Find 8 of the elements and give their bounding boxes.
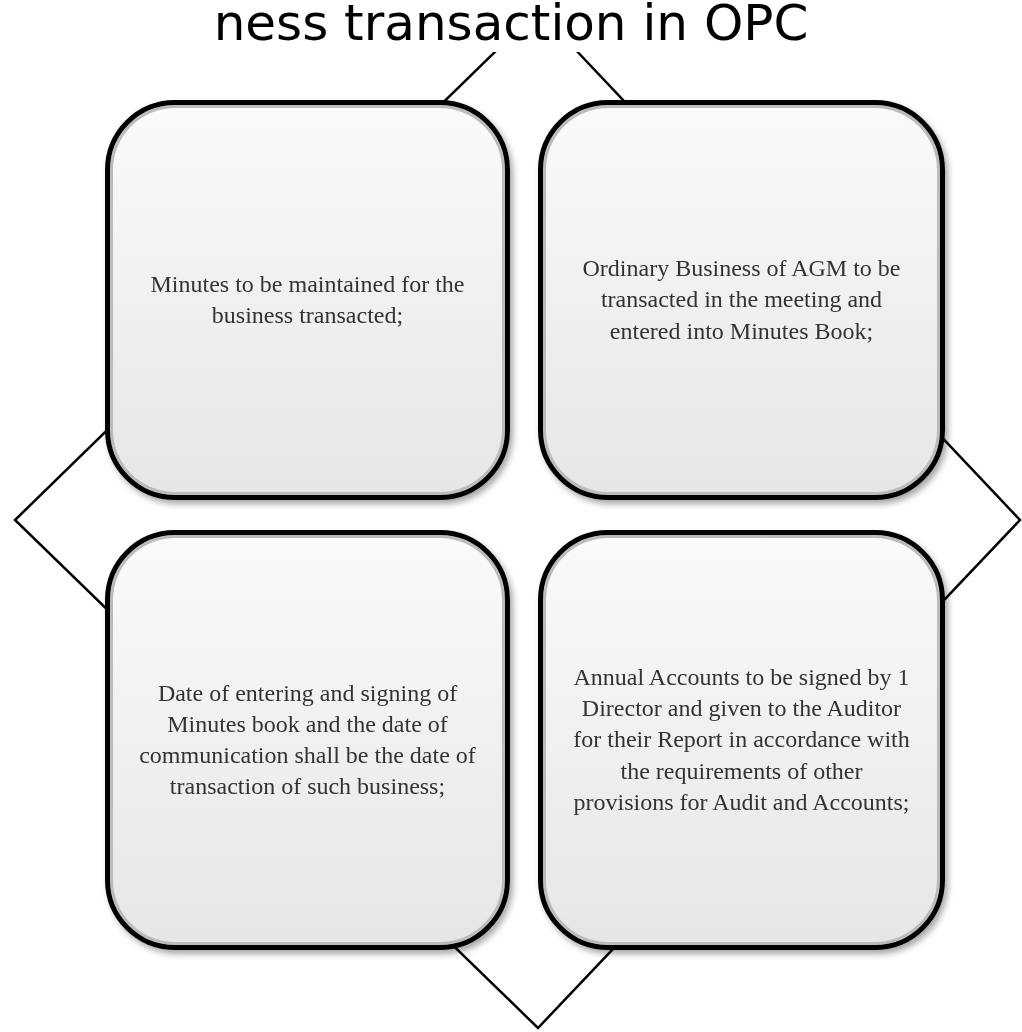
box-text: Ordinary Business of AGM to be transacted in the meeting and entered into Minutes Book; xyxy=(581,254,902,346)
rounded-box xyxy=(538,530,945,950)
box-text: Date of entering and signing of Minutes book and the date of communication shall be the date of transaction of such business; xyxy=(138,678,477,802)
rounded-box xyxy=(538,100,945,500)
box-text: Minutes to be maintained for the business transacted; xyxy=(149,269,466,330)
rounded-box xyxy=(105,100,510,500)
box-text: Annual Accounts to be signed by 1 Director and given to the Auditor for their Report in accordance with the requirements of other provisions for Audit and Accounts; xyxy=(572,663,911,817)
rounded-box xyxy=(105,530,510,950)
